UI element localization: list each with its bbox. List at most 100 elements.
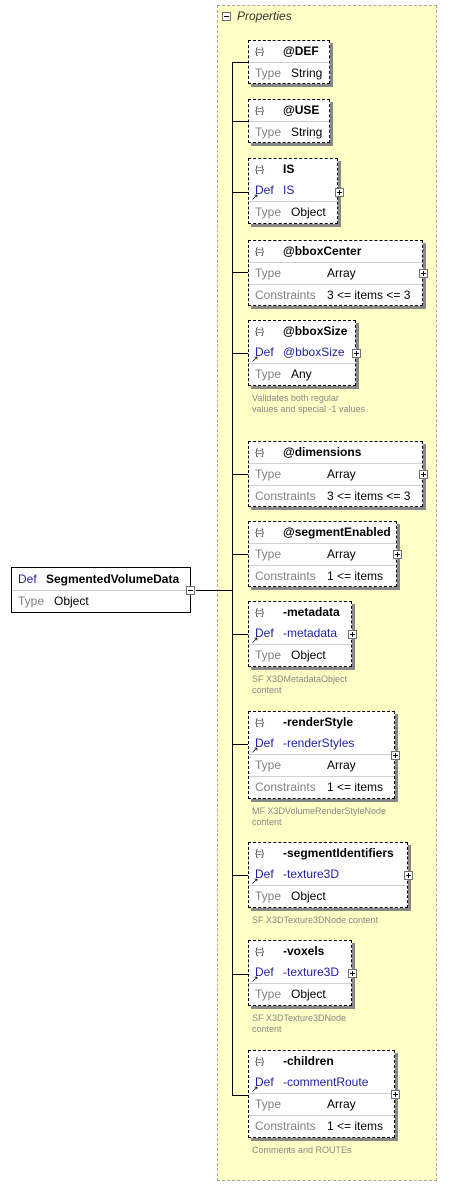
type-label: Type <box>255 889 282 903</box>
vertical-bus <box>232 62 233 1096</box>
element-box-is[interactable]: {=} IS ↗ Def IS Type Object <box>248 158 344 224</box>
branch-connector <box>232 554 248 555</box>
attribute-box-def[interactable]: {=} @DEF Type String <box>248 40 330 84</box>
branch-connector <box>232 474 248 475</box>
attribute-icon: {=} <box>255 326 264 336</box>
expand-icon[interactable] <box>335 188 344 197</box>
def-label: Def <box>255 1075 274 1089</box>
reference-arrow-icon: ↗ <box>251 192 259 202</box>
expand-icon[interactable] <box>348 630 357 639</box>
attribute-box-bboxsize[interactable]: {=} @bboxSize ↗ Def @bboxSize Type Any <box>248 320 361 386</box>
element-icon: {=} <box>255 607 264 617</box>
expand-icon[interactable] <box>348 969 357 978</box>
element-icon: {=} <box>255 717 264 727</box>
expand-icon[interactable] <box>391 1090 400 1099</box>
constraints-label: Constraints <box>255 569 316 583</box>
def-label: Def <box>255 626 274 640</box>
element-header: {=} IS <box>249 159 337 180</box>
reference-arrow-icon: ↗ <box>251 974 259 984</box>
constraints-row: Constraints 1 <= items <box>249 776 394 798</box>
attribute-header: {=} @DEF <box>249 41 329 62</box>
type-label: Type <box>255 367 282 381</box>
branch-connector <box>232 634 248 635</box>
attribute-header: {=} @USE <box>249 100 329 121</box>
def-label: Def <box>255 183 274 197</box>
type-row: Type Array <box>249 463 422 485</box>
attribute-name: @USE <box>283 103 320 117</box>
type-value: Object <box>291 205 326 219</box>
attribute-header: {=} @dimensions <box>249 442 422 463</box>
expand-icon[interactable] <box>391 751 400 760</box>
properties-label: Properties <box>237 9 292 23</box>
def-value: -commentRoute <box>283 1075 369 1089</box>
attribute-box-use[interactable]: {=} @USE Type String <box>248 99 330 143</box>
root-connector <box>196 590 232 591</box>
expand-icon[interactable] <box>352 349 361 358</box>
attribute-icon: {=} <box>255 447 264 457</box>
element-icon: {=} <box>255 164 264 174</box>
annotation-text: SF X3DMetadataObject content <box>252 674 348 695</box>
element-header: {=} -voxels <box>249 941 351 962</box>
element-box-metadata[interactable]: {=} -metadata ↗ Def -metadata Type Objec… <box>248 601 357 667</box>
reference-arrow-icon: ↗ <box>251 745 259 755</box>
type-label: Type <box>255 758 282 772</box>
type-label: Type <box>255 1097 282 1111</box>
element-box-renderstyle[interactable]: {=} -renderStyle ↗ Def -renderStyles Typ… <box>248 711 400 799</box>
element-name: IS <box>283 162 295 176</box>
element-icon: {=} <box>255 848 264 858</box>
type-value: Array <box>327 547 356 561</box>
def-row: ↗ Def -texture3D <box>249 962 351 984</box>
branch-connector <box>232 875 248 876</box>
element-icon: {=} <box>255 1056 264 1066</box>
expand-icon[interactable] <box>393 550 402 559</box>
collapse-icon[interactable] <box>222 12 231 21</box>
def-row: ↗ Def -texture3D <box>249 864 407 886</box>
def-value: -texture3D <box>283 867 340 881</box>
constraints-value: 1 <= items <box>327 569 384 583</box>
element-name: -metadata <box>283 605 340 619</box>
attribute-icon: {=} <box>255 105 264 115</box>
attribute-box-dimensions[interactable]: {=} @dimensions Type Array Constraints 3… <box>248 441 428 507</box>
type-value: Array <box>327 1097 356 1111</box>
def-label: Def <box>18 572 37 586</box>
root-element-box[interactable]: Def SegmentedVolumeData Type Object <box>11 567 195 613</box>
attribute-icon: {=} <box>255 246 264 256</box>
attribute-header: {=} @segmentEnabled <box>249 522 396 543</box>
element-header: {=} -children <box>249 1051 394 1072</box>
def-row: ↗ Def -commentRoute <box>249 1072 394 1094</box>
element-icon: {=} <box>255 946 264 956</box>
annotation-text: Comments and ROUTEs <box>252 1145 352 1155</box>
element-box-voxels[interactable]: {=} -voxels ↗ Def -texture3D Type Object <box>248 940 357 1006</box>
expand-icon[interactable] <box>419 269 428 278</box>
type-row: Type Any <box>249 363 355 385</box>
constraints-value: 1 <= items <box>327 780 384 794</box>
type-label: Type <box>255 987 282 1001</box>
constraints-row: Constraints 3 <= items <= 3 <box>249 485 422 507</box>
reference-arrow-icon: ↗ <box>251 876 259 886</box>
type-row: Type Object <box>249 201 337 223</box>
expand-icon[interactable] <box>404 871 413 880</box>
constraints-label: Constraints <box>255 288 316 302</box>
element-box-segmentidentifiers[interactable]: {=} -segmentIdentifiers ↗ Def -texture3D… <box>248 842 413 908</box>
element-box-children[interactable]: {=} -children ↗ Def -commentRoute Type A… <box>248 1050 400 1138</box>
type-label: Type <box>255 205 282 219</box>
def-row: ↗ Def -metadata <box>249 623 351 645</box>
constraints-label: Constraints <box>255 780 316 794</box>
attribute-box-bboxcenter[interactable]: {=} @bboxCenter Type Array Constraints 3… <box>248 240 428 306</box>
branch-connector <box>232 272 248 273</box>
annotation-text: SF X3DTexture3DNode content <box>252 915 379 925</box>
element-name: -renderStyle <box>283 715 354 729</box>
root-name: SegmentedVolumeData <box>46 572 180 586</box>
attribute-box-segmentenabled[interactable]: {=} @segmentEnabled Type Array Constrain… <box>248 521 402 587</box>
def-row: ↗ Def -renderStyles <box>249 733 394 755</box>
annotation-text: Validates both regular values and specia… <box>252 393 366 414</box>
collapse-icon[interactable] <box>186 586 195 595</box>
expand-icon[interactable] <box>419 470 428 479</box>
type-value: Object <box>291 987 326 1001</box>
element-header: {=} -renderStyle <box>249 712 394 733</box>
type-value: Any <box>291 367 312 381</box>
type-value: Object <box>291 889 326 903</box>
branch-connector <box>232 192 248 193</box>
constraints-label: Constraints <box>255 1119 316 1133</box>
def-label: Def <box>255 736 274 750</box>
